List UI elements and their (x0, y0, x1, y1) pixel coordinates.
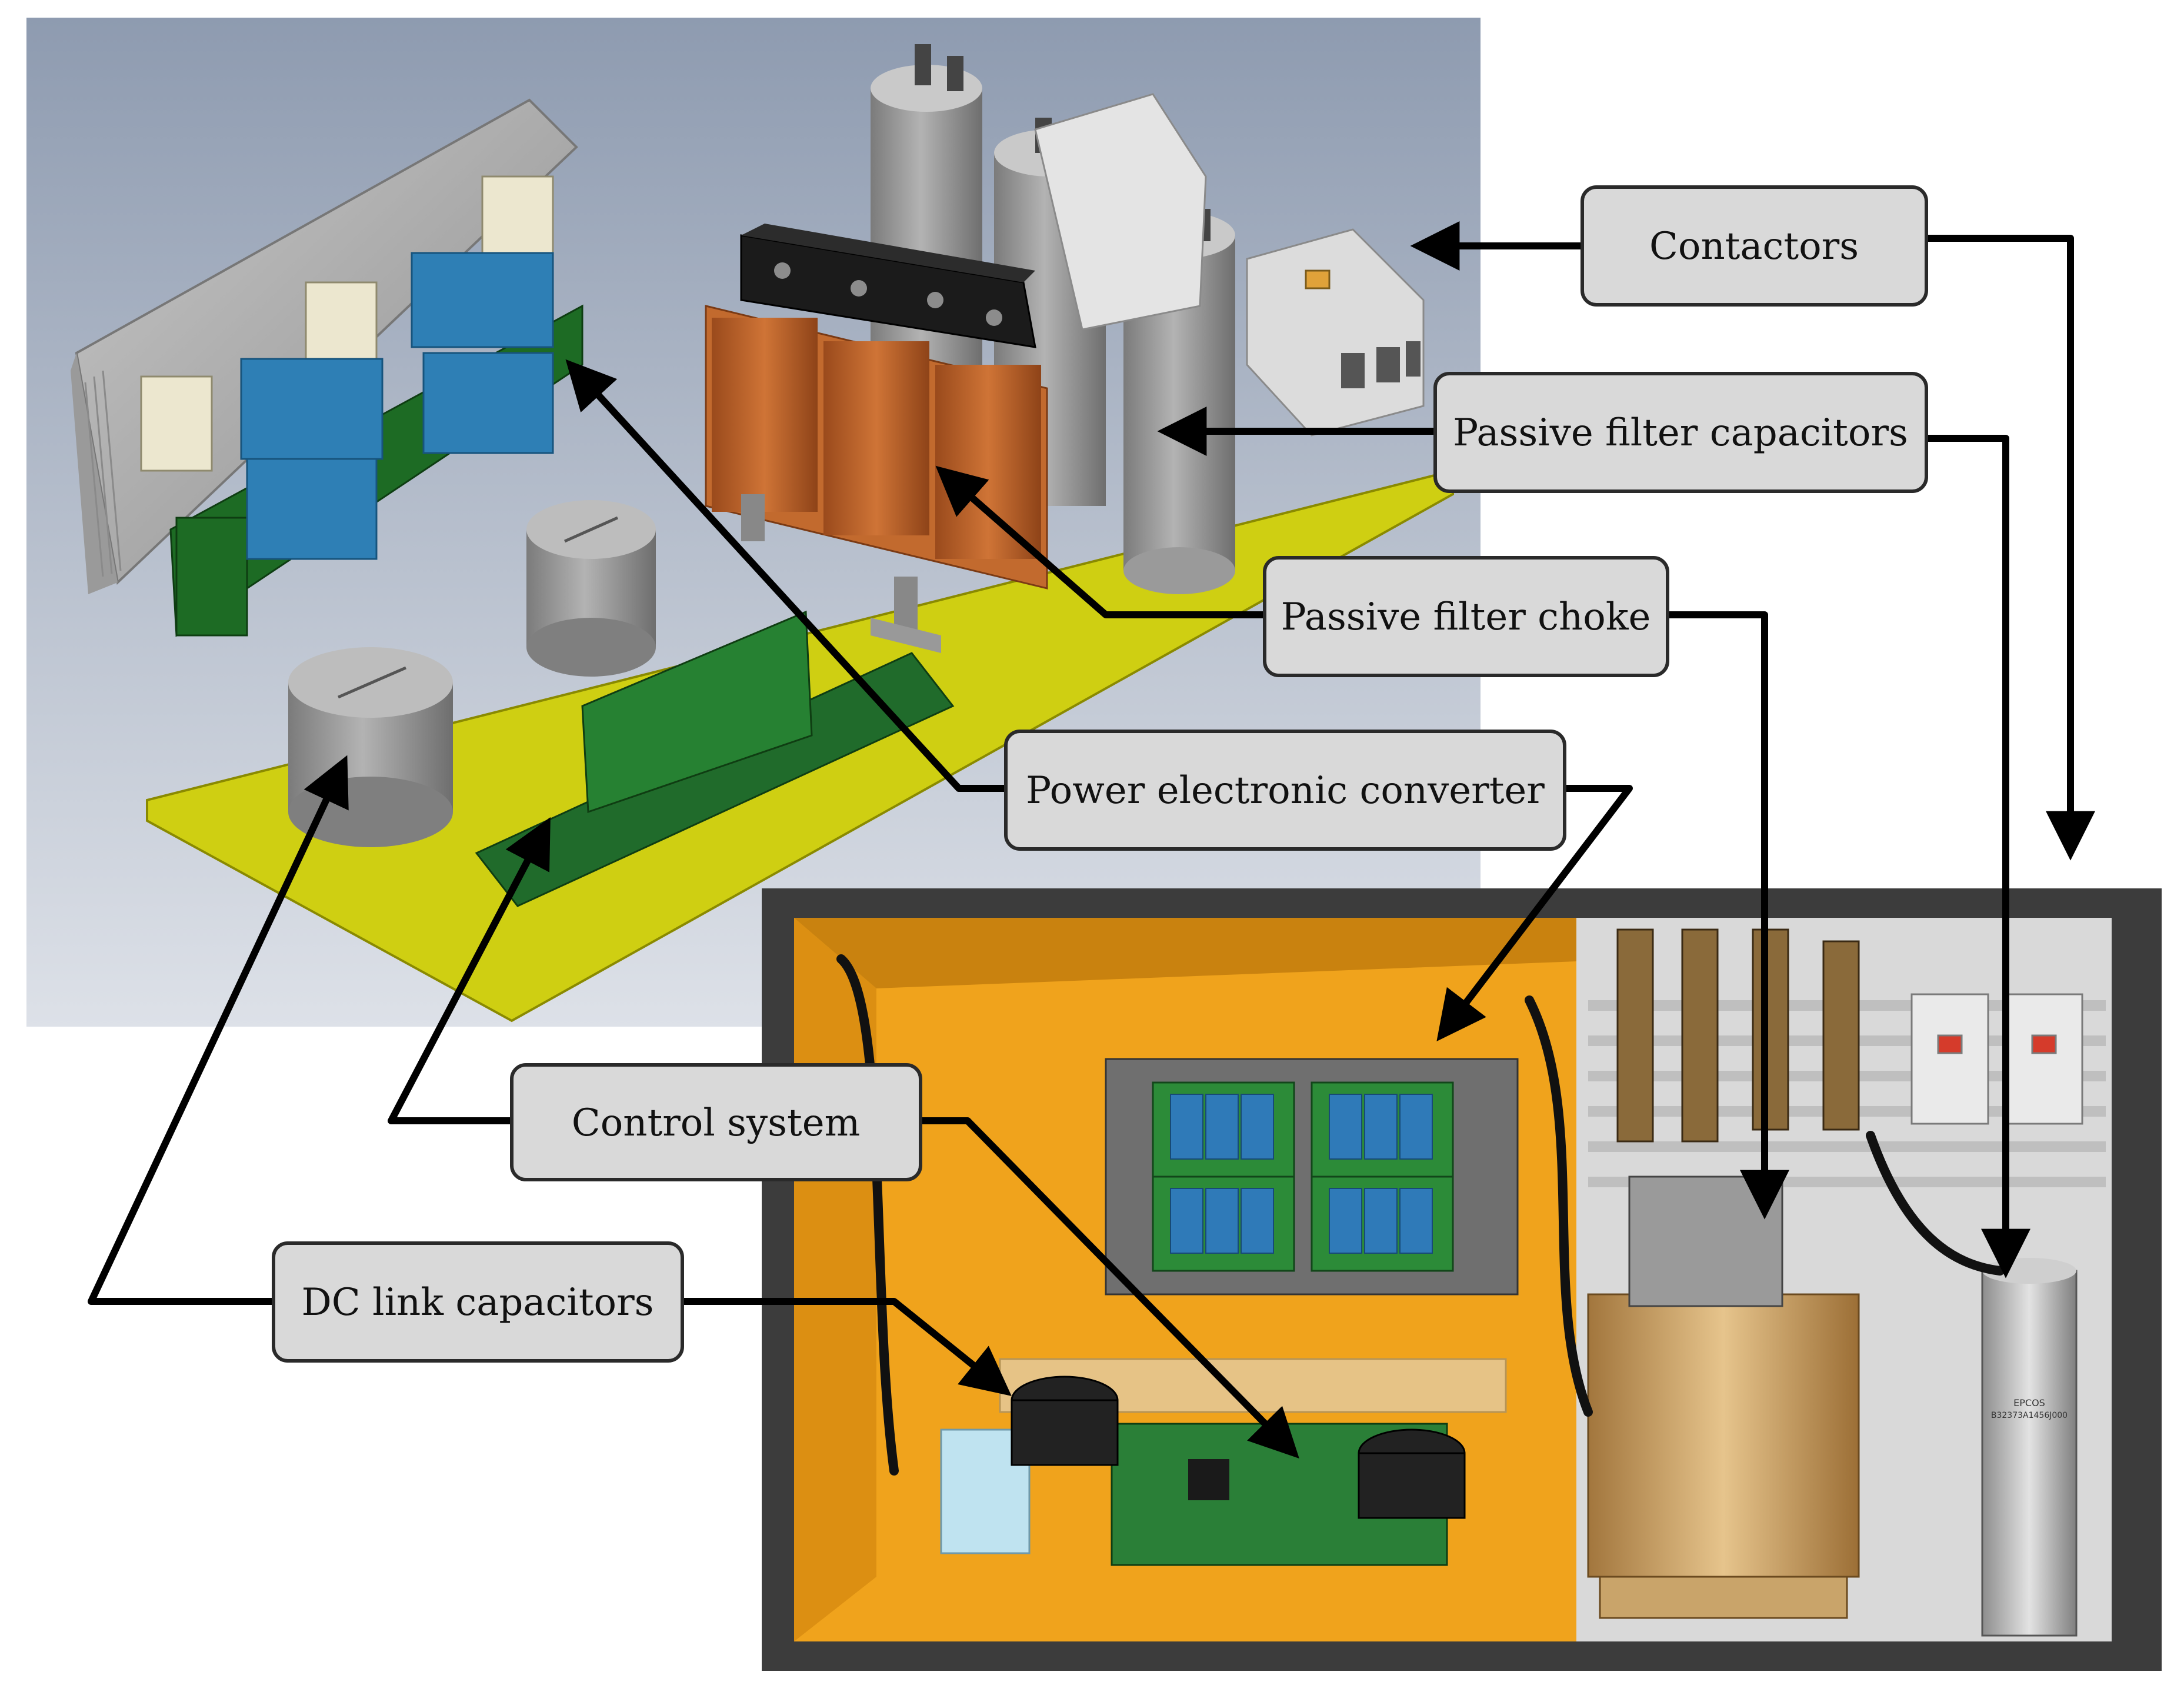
label-contactors: Contactors (1581, 185, 1928, 307)
label-power-electronic-converter: Power electronic converter (1004, 730, 1566, 851)
arrow-filter-choke-cad (935, 465, 1265, 618)
arrow-converter-cad (565, 359, 1006, 792)
photo-panel: EPCOS B32373A1456J000 (762, 888, 2162, 1671)
photo-filter-choke (1587, 1175, 1860, 1619)
cad-converter-capacitors (240, 252, 554, 560)
label-power-electronic-converter-text: Power electronic converter (1026, 769, 1545, 812)
callout-arrows (88, 221, 2095, 1458)
arrow-dc-link-photo (682, 1298, 1012, 1396)
arrow-control-cad (388, 817, 551, 1124)
arrow-dc-link-cad (88, 755, 349, 1305)
label-contactors-text: Contactors (1649, 225, 1859, 268)
photo-filter-capacitor: EPCOS B32373A1456J000 (1981, 1258, 2078, 1637)
arrow-filter-choke-photo (1668, 611, 1789, 1220)
label-passive-filter-capacitors-text: Passive filter capacitors (1453, 411, 1908, 455)
label-passive-filter-capacitors: Passive filter capacitors (1433, 372, 1928, 493)
arrow-control-photo (921, 1117, 1299, 1458)
label-dc-link-capacitors-text: DC link capacitors (301, 1281, 653, 1324)
photo-converter (1105, 1058, 1519, 1296)
label-passive-filter-choke: Passive filter choke (1263, 556, 1669, 677)
arrow-contactors-photo (1926, 235, 2095, 861)
arrow-filter-capacitors-photo (1926, 435, 2030, 1278)
label-dc-link-capacitors: DC link capacitors (272, 1241, 684, 1363)
cad-filter-choke (705, 224, 1048, 653)
label-control-system-text: Control system (572, 1101, 861, 1145)
cad-model-panel (26, 18, 1481, 1027)
cad-control-pcb (475, 610, 955, 907)
arrow-converter-photo (1436, 785, 1633, 1042)
cad-igbt-modules (140, 175, 554, 472)
photo-fuses (1616, 928, 1860, 1143)
cad-contactors (1034, 93, 1425, 437)
photo-contactors (1910, 993, 2083, 1125)
callout-labels: Contactors Passive filter capacitors Pas… (272, 185, 1928, 1363)
photo-dc-link-capacitors (1011, 1376, 1466, 1519)
capacitor-part-text: B32373A1456J000 (1991, 1411, 2068, 1420)
label-control-system: Control system (510, 1063, 922, 1181)
label-passive-filter-choke-text: Passive filter choke (1281, 595, 1651, 639)
capacitor-brand-text: EPCOS (2013, 1397, 2045, 1408)
